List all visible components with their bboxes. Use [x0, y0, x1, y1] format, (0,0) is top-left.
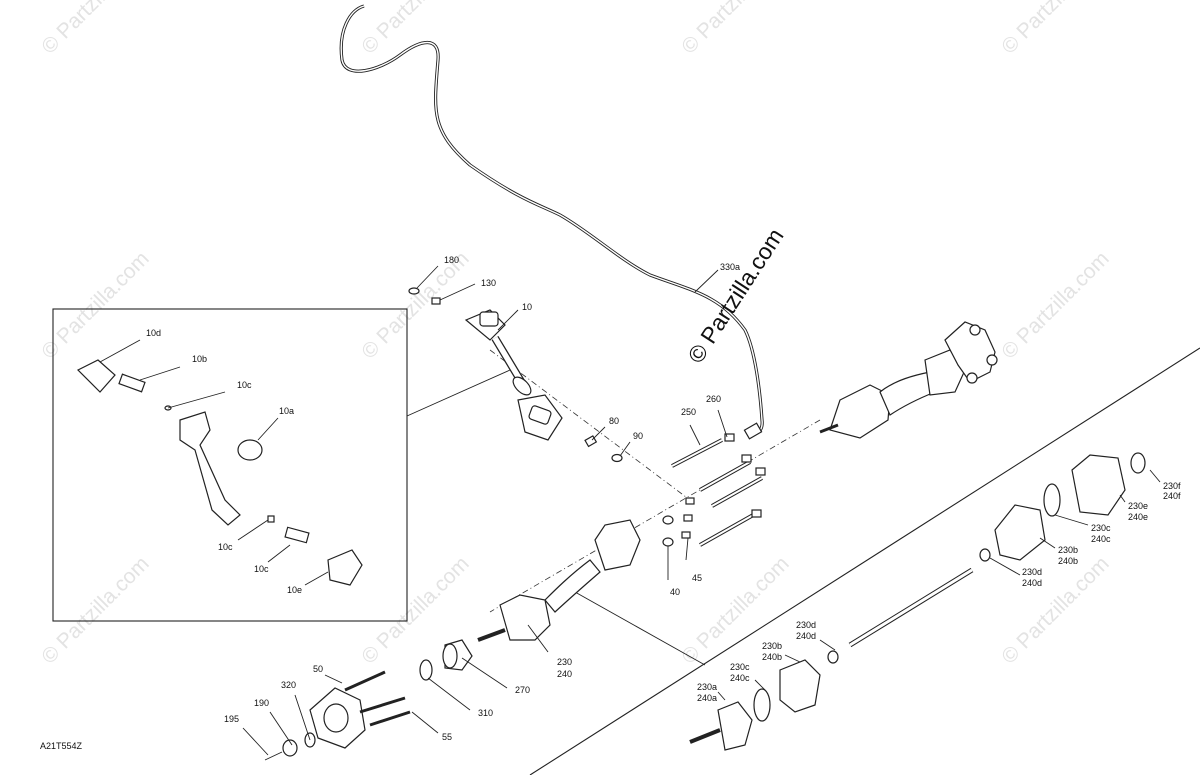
detail-parts	[76, 359, 363, 586]
watermark: © Partzilla.com	[997, 247, 1113, 363]
washer	[611, 453, 623, 463]
callout-label: 240f	[1163, 491, 1181, 501]
washer	[662, 515, 674, 525]
driveshaft-detail-box	[52, 308, 408, 622]
callout-label: 230a	[697, 682, 717, 692]
callout-label: 10c	[254, 564, 269, 574]
breather-hose	[339, 4, 764, 436]
callout-label: 50	[313, 664, 323, 674]
callout-label: 130	[481, 278, 496, 288]
watermark: © Partzilla.com	[37, 0, 153, 59]
watermark: © Partzilla.com	[677, 0, 793, 59]
washer	[408, 287, 420, 295]
callout-label: 240a	[697, 693, 717, 703]
callout-label: 10c	[218, 542, 233, 552]
site-mark: © Partzilla.com	[682, 224, 788, 368]
callout-label: 240d	[796, 631, 816, 641]
watermark: © Partzilla.com	[37, 552, 153, 668]
callout-label: 320	[281, 680, 296, 690]
callout-label: 180	[444, 255, 459, 265]
washer	[662, 537, 674, 547]
callout-label: 195	[224, 714, 239, 724]
leader-lines	[99, 265, 1161, 756]
callout-label: 80	[609, 416, 619, 426]
nut	[681, 531, 691, 539]
callout-label: 10c	[237, 380, 252, 390]
propeller-shaft	[464, 309, 563, 441]
retaining-ring	[419, 659, 433, 681]
callout-label: 310	[478, 708, 493, 718]
callout-label: 240c	[730, 673, 750, 683]
cotter-pin	[264, 751, 283, 761]
callout-label: 230d	[796, 620, 816, 630]
axle-exploded-panel	[529, 347, 1200, 775]
front-axle-left	[477, 519, 641, 642]
callout-label: 10b	[192, 354, 207, 364]
mounting-bolts	[671, 433, 766, 547]
breather-hose-inner	[340, 5, 763, 435]
callout-label: 90	[633, 431, 643, 441]
callout-label: 10	[522, 302, 532, 312]
callout-label: 55	[442, 732, 452, 742]
callout-label: 230c	[730, 662, 750, 672]
callout-label: 240e	[1128, 512, 1148, 522]
watermark: © Partzilla.com	[357, 0, 473, 59]
callout-label: 190	[254, 698, 269, 708]
wheel-hub	[309, 670, 411, 749]
hub-nut	[282, 739, 298, 757]
wheel-bearing	[442, 639, 473, 671]
panel-leader	[574, 591, 706, 666]
callout-label: 230b	[762, 641, 782, 651]
callout-label: 240	[557, 669, 572, 679]
front-axle-right	[819, 321, 998, 439]
watermark: © Partzilla.com	[37, 247, 153, 363]
cv-joint-outer-right	[848, 452, 1146, 648]
callout-label: 45	[692, 573, 702, 583]
callout-label: 230d	[1022, 567, 1042, 577]
watermark: © Partzilla.com	[997, 0, 1113, 59]
callout-label: 230c	[1091, 523, 1111, 533]
watermark: © Partzilla.com	[997, 552, 1113, 668]
callout-label: 270	[515, 685, 530, 695]
hose-clamp	[743, 422, 763, 440]
callout-label: 240b	[762, 652, 782, 662]
callout-label: 230e	[1128, 501, 1148, 511]
callout-label: 40	[670, 587, 680, 597]
nut	[431, 297, 441, 305]
shaft-axis	[489, 349, 691, 501]
callout-label: 240c	[1091, 534, 1111, 544]
callout-labels: 180 130 10 330a 80 90 250 260 45 40 230 …	[146, 255, 1181, 742]
detail-box-leader	[406, 369, 511, 417]
callout-label: 230f	[1163, 481, 1181, 491]
callout-label: 230	[557, 657, 572, 667]
callout-label: 10e	[287, 585, 302, 595]
cv-joint-outer-left	[689, 650, 839, 751]
callout-label: 230b	[1058, 545, 1078, 555]
diagram-code: A21T554Z	[40, 741, 83, 751]
callout-label: 240d	[1022, 578, 1042, 588]
callout-label: 250	[681, 407, 696, 417]
callout-label: 10d	[146, 328, 161, 338]
callout-label: 10a	[279, 406, 294, 416]
callout-label: 260	[706, 394, 721, 404]
callout-label: 330a	[720, 262, 740, 272]
callout-label: 240b	[1058, 556, 1078, 566]
